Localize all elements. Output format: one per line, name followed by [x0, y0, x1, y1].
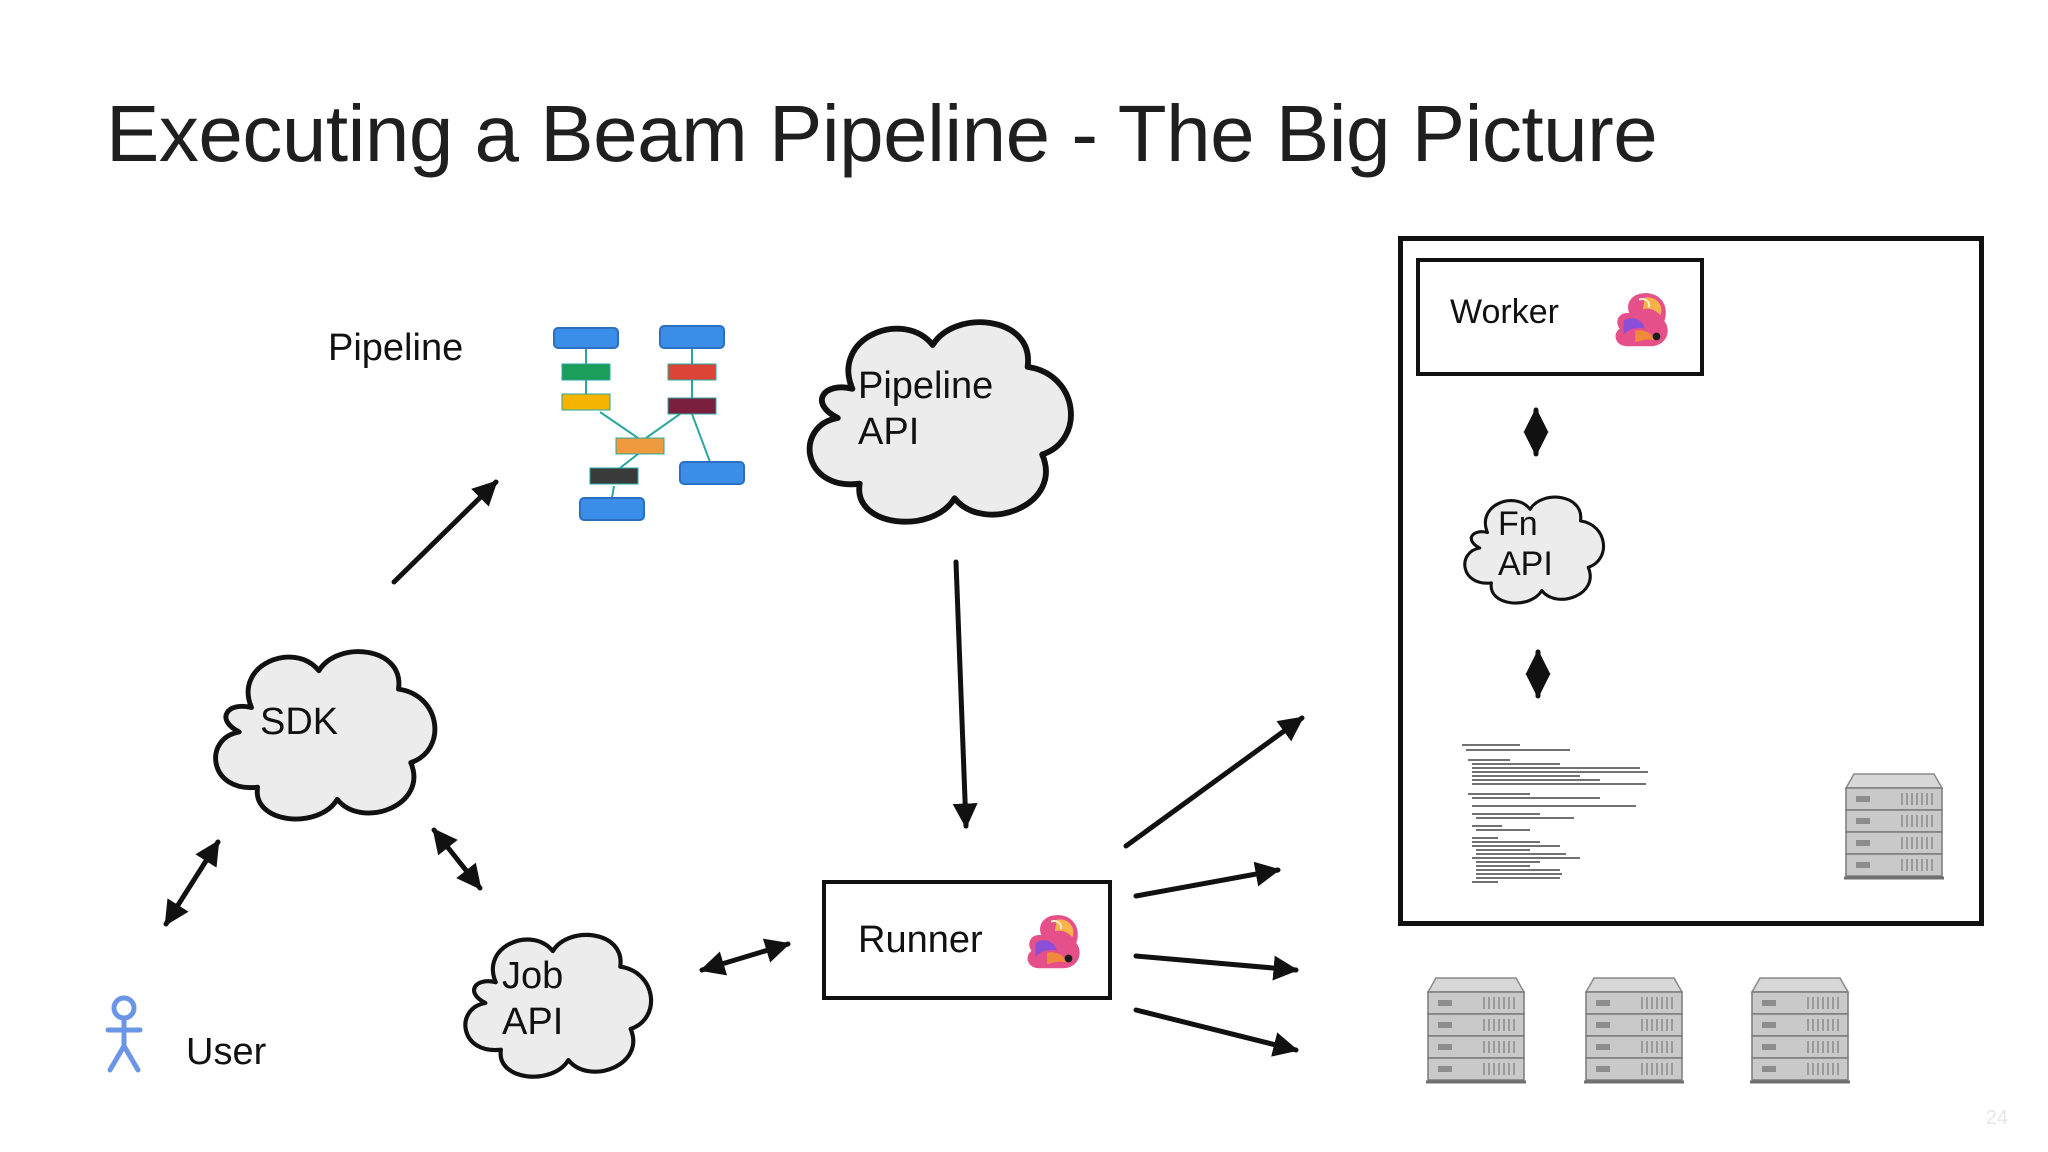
sdk-label: SDK: [260, 701, 339, 743]
fn-api-label-line2: API: [1498, 545, 1553, 583]
runner-label: Runner: [858, 919, 983, 961]
server-icon-2: [1582, 976, 1686, 1084]
runner-to-worker-arrow: [1123, 715, 1305, 849]
runner-to-server-1-arrow: [1133, 861, 1281, 899]
pipeline-api-label-line1: Pipeline: [858, 365, 994, 407]
pipeline-graph-icon: [553, 325, 745, 521]
slide-page-number: 24: [1985, 1107, 2008, 1129]
pipeline-api-label-line2: API: [858, 411, 920, 453]
runner-to-server-2-arrow: [1133, 953, 1299, 981]
pipeline-api-cloud: [810, 322, 1071, 521]
sdk-to-pipeline-arrow: [391, 479, 499, 585]
user-sdk-arrow: [163, 839, 221, 927]
job-api-label-line2: API: [502, 1001, 564, 1043]
code-snippet-image: [1462, 744, 1648, 883]
worker-machine-frame: [1398, 236, 1984, 926]
worker-label: Worker: [1450, 293, 1559, 331]
sdk-job-api-arrow: [431, 827, 483, 891]
fn-api-label-line1: Fn: [1498, 505, 1538, 543]
user-label: User: [186, 1031, 267, 1073]
worker-box: [1416, 258, 1704, 376]
job-api-label-line1: Job: [502, 955, 564, 997]
runner-box: [822, 880, 1112, 1000]
user-icon: [105, 995, 143, 1073]
runner-to-server-3-arrow: [1133, 1007, 1299, 1057]
pipeline-label: Pipeline: [328, 327, 464, 369]
slide-title: Executing a Beam Pipeline - The Big Pict…: [106, 89, 1658, 178]
job-api-runner-arrow: [699, 938, 791, 976]
pipeline-api-to-runner-arrow: [952, 559, 978, 829]
server-icon-3: [1748, 976, 1852, 1084]
server-icon-1: [1424, 976, 1528, 1084]
